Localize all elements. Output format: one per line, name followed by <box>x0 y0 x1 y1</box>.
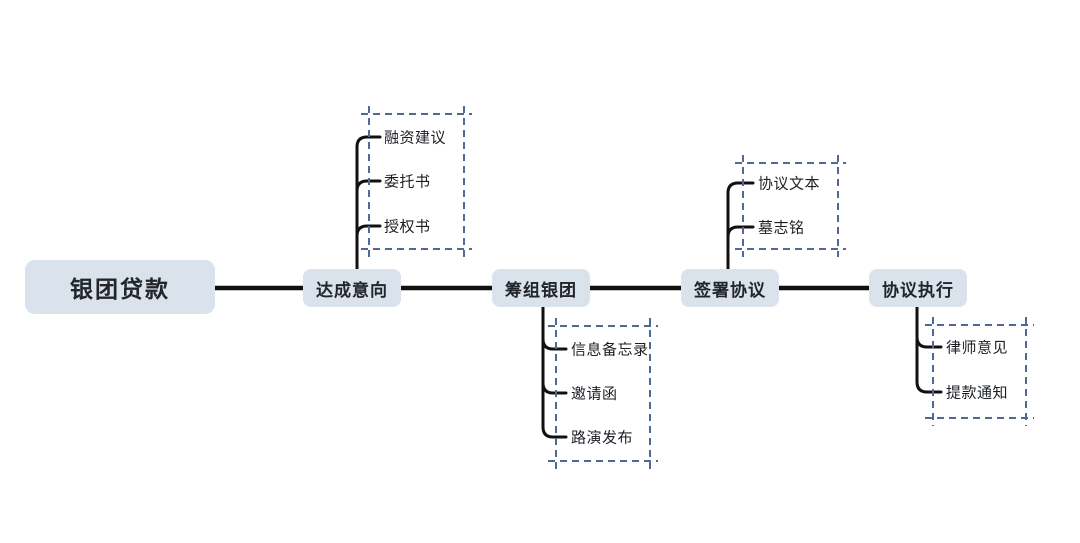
topic-stage-1[interactable]: 达成意向 <box>303 269 401 307</box>
subtopic-stage2-1[interactable]: 信息备忘录 <box>571 341 649 359</box>
branch-stage1 <box>355 135 382 272</box>
branch-stage3-child1 <box>726 181 755 272</box>
branch-stage4 <box>915 304 943 394</box>
topic-stage-3[interactable]: 签署协议 <box>681 269 779 307</box>
subtopic-stage1-1[interactable]: 融资建议 <box>384 129 447 147</box>
dashed-box-stage4-children <box>925 317 1034 426</box>
branch-stage4-child2 <box>915 304 943 394</box>
topic-stage-2[interactable]: 筹组银团 <box>492 269 590 307</box>
subtopic-stage2-3[interactable]: 路演发布 <box>571 429 634 447</box>
subtopic-stage4-2[interactable]: 提款通知 <box>946 384 1009 402</box>
subtopic-stage2-2[interactable]: 邀请函 <box>571 385 618 403</box>
branch-stage2-child3 <box>541 304 568 439</box>
dashed-box-stage2-children <box>548 318 658 470</box>
dashed-box-stage1-children <box>361 106 472 257</box>
dashed-box-stage3-children <box>735 155 846 257</box>
branch-stage2 <box>541 304 568 439</box>
subtopic-stage4-1[interactable]: 律师意见 <box>946 339 1009 357</box>
branch-stage3-child2 <box>726 225 755 272</box>
branch-stage1-child2 <box>355 179 382 272</box>
topic-root[interactable]: 银团贷款 <box>25 260 215 314</box>
branch-stage4-child1 <box>915 304 943 349</box>
topic-stage-4[interactable]: 协议执行 <box>869 269 967 307</box>
subtopic-stage3-1[interactable]: 协议文本 <box>758 175 821 193</box>
branch-stage1-child3 <box>355 224 382 272</box>
subtopic-stage3-2[interactable]: 墓志铭 <box>758 219 805 237</box>
subtopic-stage1-2[interactable]: 委托书 <box>384 173 431 191</box>
subtopic-stage1-3[interactable]: 授权书 <box>384 218 431 236</box>
branch-stage3 <box>726 181 755 272</box>
branch-stage2-child1 <box>541 304 568 351</box>
branch-stage1-child1 <box>355 135 382 272</box>
